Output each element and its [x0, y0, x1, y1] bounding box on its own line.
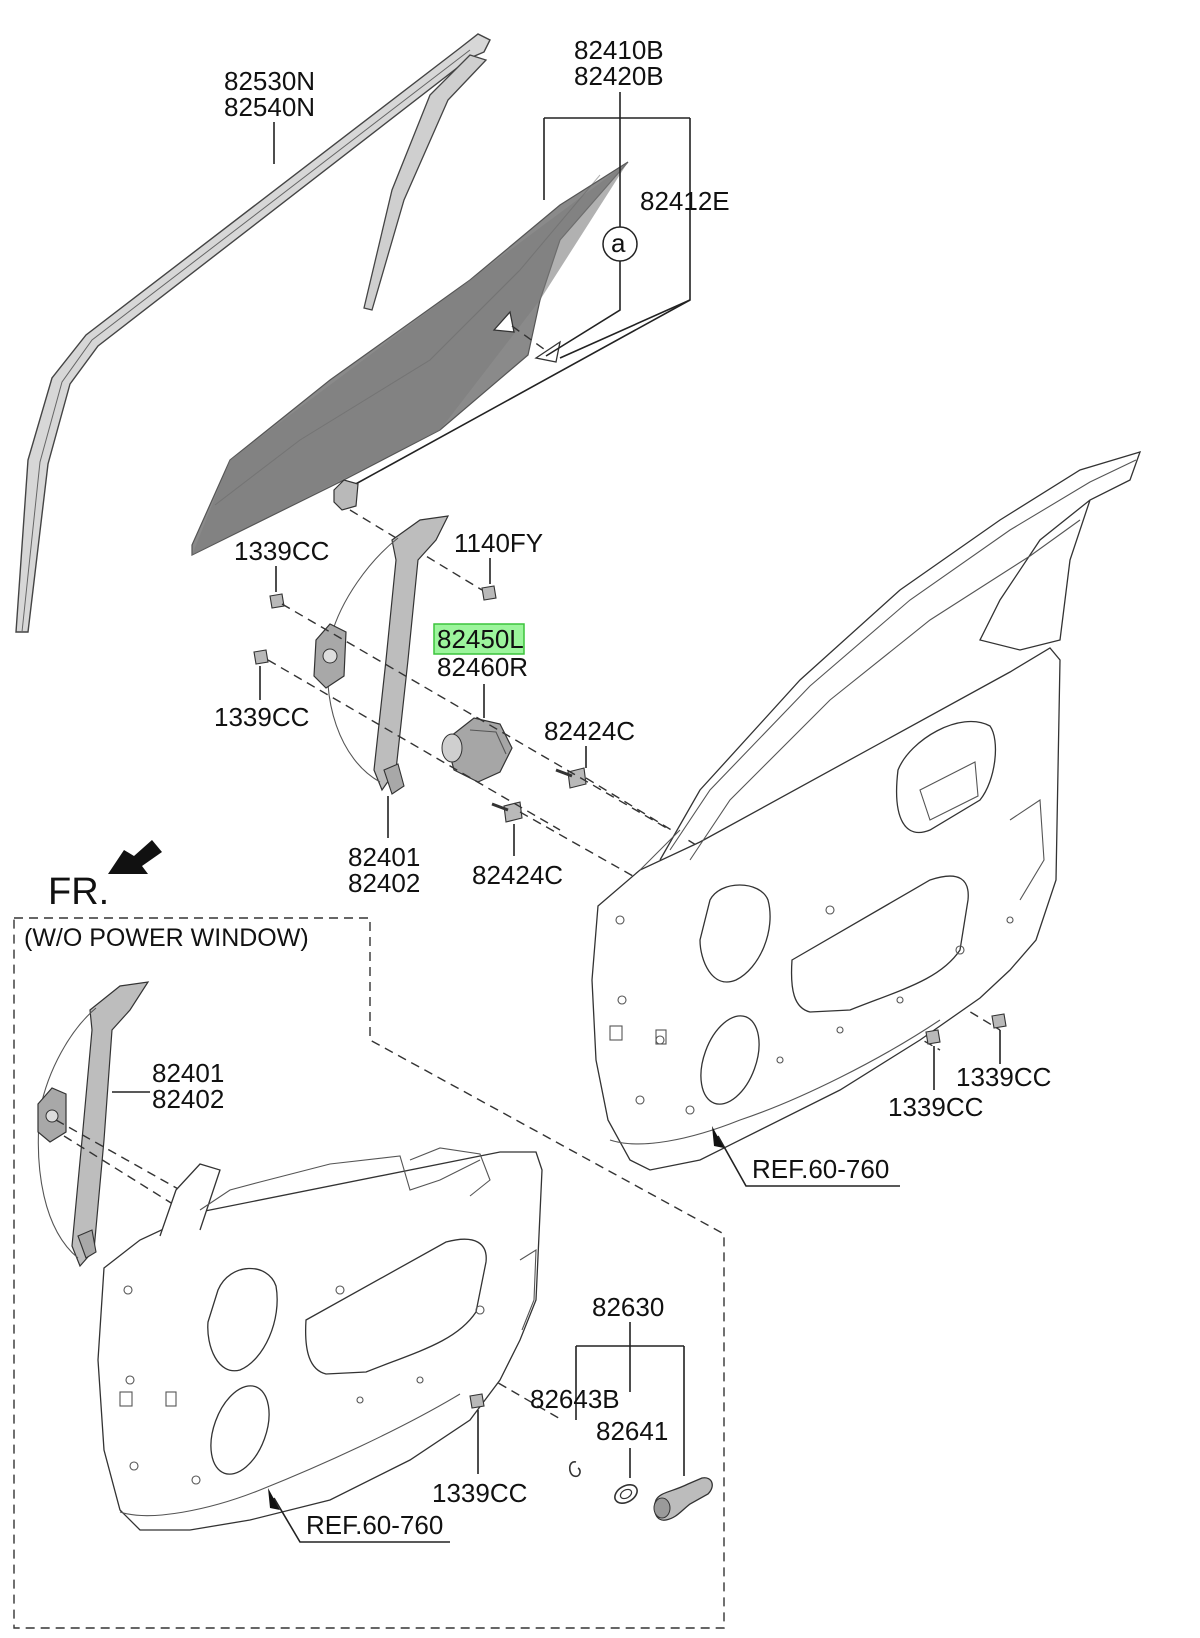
label-motor-b: 82460R — [437, 652, 528, 682]
label-inset-title: (W/O POWER WINDOW) — [24, 924, 309, 952]
label-ref-upper: REF.60-760 — [752, 1154, 889, 1184]
door-inner-panel-upper[interactable] — [591, 451, 1142, 1171]
door-frame-molding[interactable] — [15, 33, 491, 633]
window-crank-handle[interactable] — [653, 1477, 713, 1521]
window-regulator[interactable] — [313, 515, 450, 795]
label-molding-b: 82540N — [224, 92, 315, 122]
label-glass-b: 82420B — [574, 61, 664, 91]
front-arrow-icon — [108, 840, 162, 874]
label-molding-a: 82530N — [224, 66, 315, 96]
label-inset-regulator-b: 82402 — [152, 1084, 224, 1114]
arrow-triangle-icon — [534, 340, 561, 363]
glass-mark-triangle — [492, 310, 515, 333]
bolt-1339cc-right-b[interactable] — [991, 1013, 1007, 1029]
label-handle-group: 82630 — [592, 1292, 664, 1322]
label-glass-c: 82412E — [640, 186, 730, 216]
bolt-1339cc-mid[interactable] — [253, 649, 269, 665]
label-bolt-mid-left: 1339CC — [214, 702, 309, 732]
label-regulator-a: 82401 — [348, 842, 420, 872]
inset-window-regulator[interactable] — [37, 981, 150, 1268]
label-handle-clip: 82643B — [530, 1384, 620, 1414]
label-bolt-right-1: 1339CC — [956, 1062, 1051, 1092]
label-inset-bolt: 1339CC — [432, 1478, 527, 1508]
label-regulator-b: 82402 — [348, 868, 420, 898]
label-glass-a: 82410B — [574, 35, 664, 65]
inset-bolt-1339cc[interactable] — [469, 1393, 485, 1409]
door-glass[interactable] — [191, 161, 629, 556]
rear-channel-molding[interactable] — [363, 54, 488, 311]
ref-arrow-icon-lower — [268, 1488, 280, 1510]
reference-circle-a: a — [545, 226, 638, 357]
label-motor-a: 82450L — [437, 624, 524, 654]
door-inner-panel-lower[interactable] — [97, 1147, 543, 1531]
motor-label-highlight[interactable] — [433, 623, 525, 655]
ref-arrow-icon — [712, 1126, 724, 1148]
handle-clip[interactable] — [568, 1461, 581, 1478]
bolt-1339cc-right-a[interactable] — [925, 1029, 941, 1045]
bolt-1140fy[interactable] — [481, 585, 497, 601]
label-inset-regulator-a: 82401 — [152, 1058, 224, 1088]
regulator-motor[interactable] — [441, 717, 513, 783]
label-bolt-c1: 82424C — [544, 716, 635, 746]
bolt-1339cc-top[interactable] — [269, 593, 285, 609]
inset-without-power-window: (W/O POWER WINDOW) — [13, 917, 725, 1629]
label-bolt-top-left: 1339CC — [234, 536, 329, 566]
glass-holder-bracket[interactable] — [333, 479, 359, 511]
label-ref-lower: REF.60-760 — [306, 1510, 443, 1540]
front-direction-marker: FR. — [48, 840, 162, 913]
label-front: FR. — [48, 871, 109, 913]
handle-washer[interactable] — [612, 1481, 641, 1507]
label-bolt-right-2: 1339CC — [888, 1092, 983, 1122]
label-circle-a: a — [611, 228, 626, 258]
label-bolt-1140fy: 1140FY — [454, 528, 543, 558]
label-handle-washer: 82641 — [596, 1416, 668, 1446]
label-bolt-c2: 82424C — [472, 860, 563, 890]
